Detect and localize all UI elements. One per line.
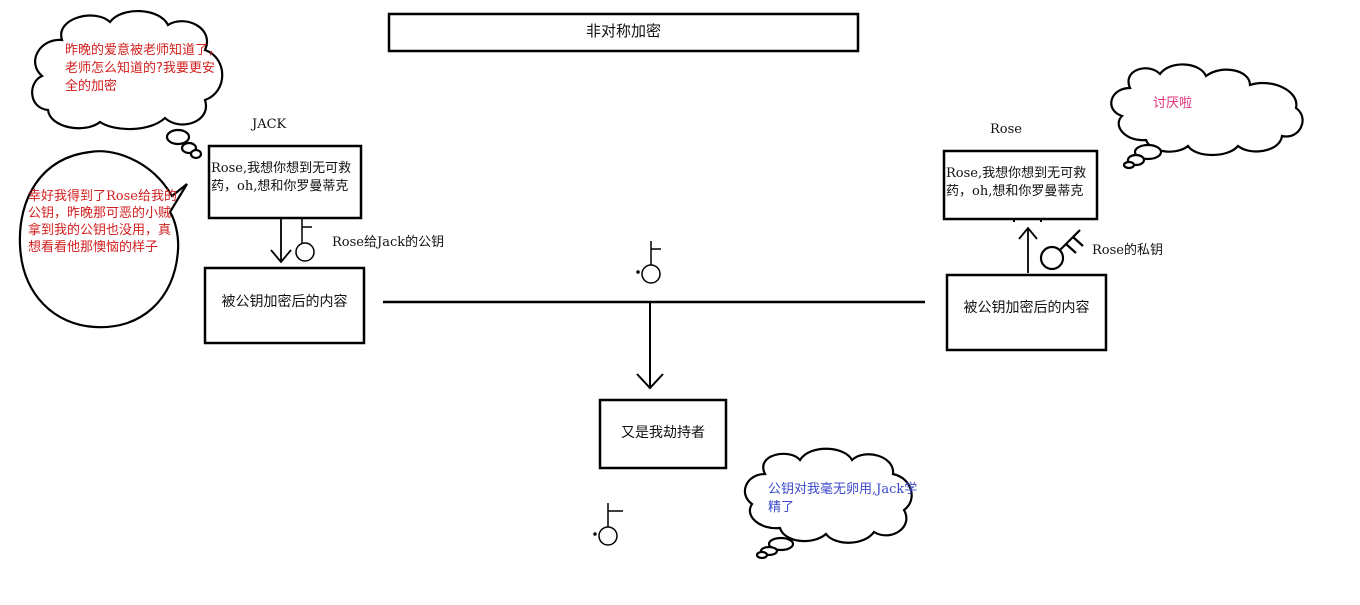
rose-encrypted-text: 被公钥加密后的内容 [963, 300, 1090, 316]
public-key-icon-jack [295, 219, 315, 262]
rose-message-text: Rose,我想你想到无可救药，oh,想和你罗曼蒂克 [946, 166, 1087, 199]
jack-thought-top-text: 昨晚的爱意被老师知道了，老师怎么知道的?我要更安全的加密 [65, 43, 222, 94]
private-key-icon-rose [1039, 229, 1084, 271]
arrow-down-jack [270, 218, 292, 264]
thought-cloud-jack-top [31, 9, 224, 160]
rose-thought-text: 讨厌啦 [1153, 96, 1193, 111]
jack-public-key-label: Rose给Jack的公钥 [332, 235, 445, 250]
jack-thought-side-text: 幸好我得到了Rose给我的公钥，昨晚那可恶的小贼拿到我的公钥也没用，真想看看他那… [28, 189, 177, 255]
arrow-up-rose [1018, 226, 1038, 273]
jack-encrypted-text: 被公钥加密后的内容 [221, 294, 348, 310]
jack-label: JACK [252, 117, 287, 132]
rose-label: Rose [990, 122, 1022, 137]
rose-encrypted-box [945, 273, 1108, 352]
public-key-icon-bottom [593, 503, 623, 546]
rose-message-box [942, 149, 1099, 221]
hijacker-thought-text: 公钥对我毫无卵用,Jack学精了 [768, 482, 918, 515]
public-key-icon-middle [636, 241, 661, 284]
jack-message-text: Rose,我想你想到无可救药，oh,想和你罗曼蒂克 [211, 161, 352, 194]
diagram-title: 非对称加密 [585, 22, 661, 40]
dots-rose [1013, 220, 1042, 222]
thought-cloud-rose [1110, 63, 1304, 170]
thought-cloud-hijacker [743, 447, 913, 560]
hijacker-box [598, 398, 728, 470]
arrow-down-hijacker [636, 302, 664, 390]
jack-message-box [207, 144, 363, 220]
thought-bubble-jack-side [18, 150, 188, 329]
hijacker-text: 又是我劫持者 [621, 425, 705, 441]
rose-private-key-label: Rose的私钥 [1092, 243, 1163, 258]
jack-encrypted-box [203, 266, 366, 345]
title-box [387, 12, 860, 53]
